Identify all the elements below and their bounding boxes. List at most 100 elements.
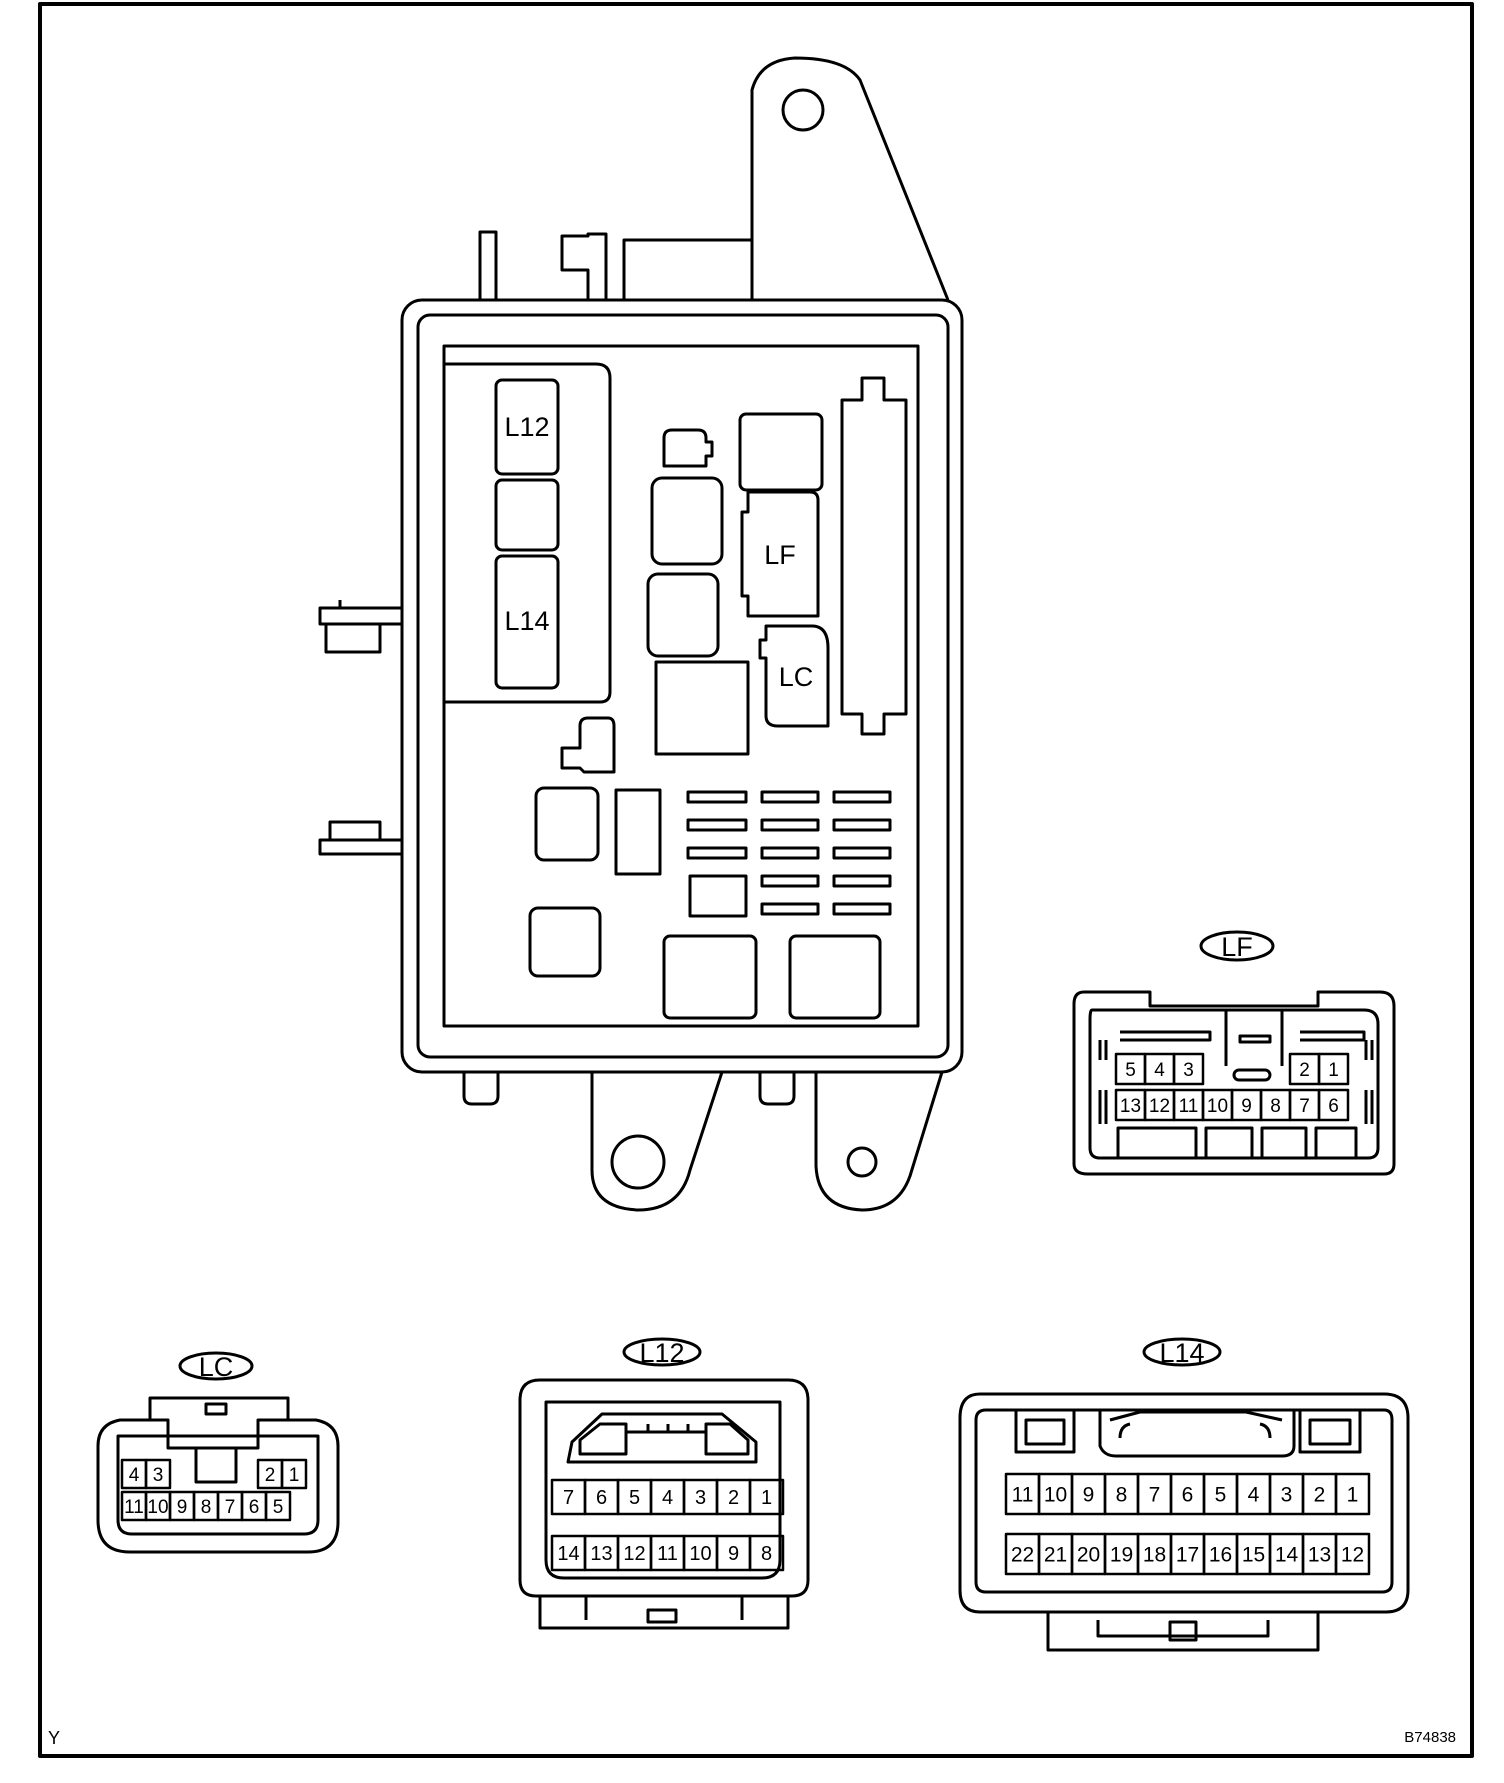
tag-lc-oval xyxy=(178,1351,254,1381)
tag-lf-oval xyxy=(1199,930,1275,962)
slot-lc xyxy=(758,624,830,728)
mini-fuse xyxy=(686,846,748,860)
slot-lf xyxy=(740,490,820,618)
pin-number: 6 xyxy=(1182,1484,1194,1507)
top-mount-bracket xyxy=(750,56,950,301)
slot-l12 xyxy=(494,378,560,476)
connector-l14-inner xyxy=(974,1408,1394,1594)
pin-number: 13 xyxy=(1308,1544,1331,1567)
slot-label-lf: LF xyxy=(764,540,796,570)
pin-number: 4 xyxy=(1248,1484,1260,1507)
slot-label-lc: LC xyxy=(779,662,814,692)
figure-corner-mark: Y xyxy=(48,1728,60,1748)
connector-lf-inner xyxy=(1088,1008,1380,1160)
pin-number: 2 xyxy=(1314,1484,1326,1507)
pin-number: 3 xyxy=(695,1487,706,1509)
pin-number: 9 xyxy=(1241,1096,1252,1117)
pin-number: 8 xyxy=(1270,1096,1281,1117)
fuse-panel xyxy=(442,344,920,1028)
pin-number: 3 xyxy=(153,1465,164,1486)
bottom-foot-right xyxy=(758,1072,796,1106)
pin-number: 14 xyxy=(557,1543,579,1565)
pin-number: 1 xyxy=(1328,1060,1339,1081)
tag-l12-oval xyxy=(622,1337,702,1367)
pin-number: 18 xyxy=(1143,1544,1166,1567)
pin-number: 11 xyxy=(1179,1096,1199,1117)
pin-cell xyxy=(1172,1052,1205,1086)
mini-fuse xyxy=(832,790,892,804)
pin-number: 1 xyxy=(1347,1484,1359,1507)
bottom-bracket-right-hole xyxy=(846,1146,878,1178)
connector-zone xyxy=(444,362,612,704)
connector-lf-body xyxy=(1072,990,1396,1176)
tag-lc: LC xyxy=(199,1352,234,1382)
pin-number: 8 xyxy=(1116,1484,1128,1507)
mini-fuse xyxy=(832,902,892,916)
housing-outer xyxy=(400,298,964,1074)
pin-number: 15 xyxy=(1242,1544,1265,1567)
relay-socket-2 xyxy=(646,572,720,658)
pin-cell xyxy=(748,1478,785,1516)
mini-fuse xyxy=(760,790,820,804)
slot-l14 xyxy=(494,554,560,690)
relay-socket-4 xyxy=(738,412,824,492)
pin-number: 5 xyxy=(1125,1060,1136,1081)
relay-socket-7 xyxy=(528,906,602,978)
tag-l14: L14 xyxy=(1159,1338,1204,1368)
connector-l12-inner xyxy=(544,1400,782,1580)
small-relay-mid xyxy=(560,716,616,774)
connector-lc-inner xyxy=(116,1434,320,1536)
top-tab-left xyxy=(478,230,498,300)
pin-number: 7 xyxy=(225,1497,236,1518)
pin-number: 19 xyxy=(1110,1544,1133,1567)
connector-lf-key xyxy=(1232,1068,1272,1082)
pin-number: 21 xyxy=(1044,1544,1067,1567)
pin-number: 4 xyxy=(662,1487,673,1509)
relay-socket-10 xyxy=(788,934,882,1020)
pin-number: 10 xyxy=(689,1543,711,1565)
pin-number: 2 xyxy=(1299,1060,1310,1081)
pin-number: 1 xyxy=(761,1487,772,1509)
slot-label-l14: L14 xyxy=(504,606,549,636)
tag-l12: L12 xyxy=(639,1338,684,1368)
pin-number: 8 xyxy=(201,1497,212,1518)
pin-cell xyxy=(280,1458,308,1490)
connector-l14-latch xyxy=(1014,1410,1362,1458)
connector-lc-body xyxy=(96,1396,340,1554)
pin-number: 12 xyxy=(623,1543,645,1565)
housing-inner xyxy=(416,313,950,1059)
pin-number: 17 xyxy=(1176,1544,1199,1567)
figure-code: B74838 xyxy=(1404,1729,1456,1746)
connector-l12-body xyxy=(518,1378,810,1598)
top-tab-right xyxy=(622,238,752,300)
relay-socket-8 xyxy=(688,874,748,918)
pin-number: 7 xyxy=(1299,1096,1310,1117)
pin-number: 11 xyxy=(657,1543,678,1565)
mini-fuse xyxy=(686,790,748,804)
pin-number: 9 xyxy=(728,1543,739,1565)
connector-l12-bottom-tab xyxy=(538,1596,790,1630)
mini-fuse xyxy=(686,818,748,832)
pin-number: 3 xyxy=(1281,1484,1293,1507)
top-mount-hole xyxy=(781,88,825,132)
pin-cell xyxy=(144,1458,172,1490)
mini-fuse xyxy=(760,902,820,916)
mini-fuse xyxy=(760,846,820,860)
pin-number: 9 xyxy=(1083,1484,1095,1507)
relay-socket-9 xyxy=(662,934,758,1020)
pin-number: 5 xyxy=(1215,1484,1227,1507)
pin-number: 10 xyxy=(1207,1096,1228,1117)
side-tab-upper xyxy=(318,600,402,654)
pin-number: 10 xyxy=(147,1497,168,1518)
pin-number: 14 xyxy=(1275,1544,1299,1567)
bottom-bracket-left-hole xyxy=(610,1134,666,1190)
tag-l14-oval xyxy=(1142,1337,1222,1367)
